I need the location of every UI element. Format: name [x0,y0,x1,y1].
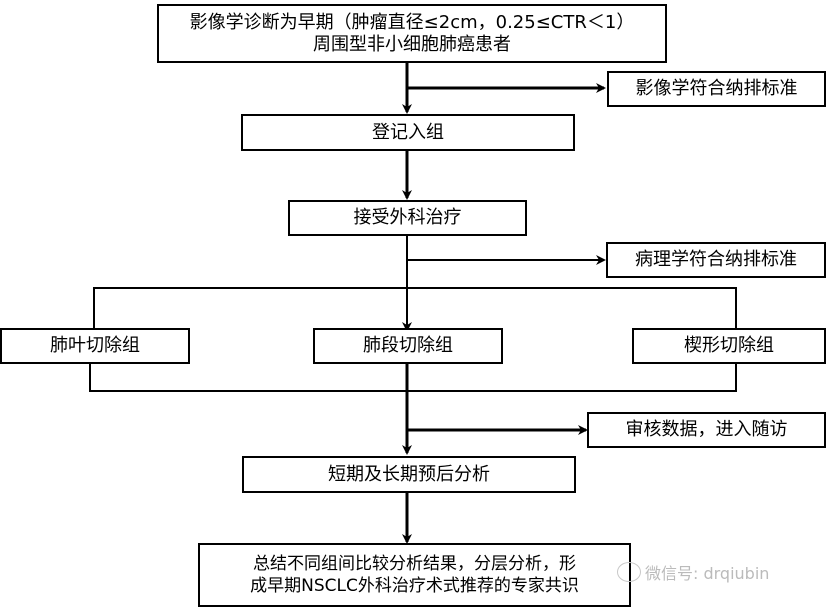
conclusion-line1: 总结不同组间比较分析结果，分层分析，形 [253,554,576,574]
review-followup-node: 审核数据，进入随访 [587,412,826,448]
prognosis-node: 短期及长期预后分析 [242,456,576,493]
watermark: 微信号: drqiubin [617,560,769,584]
start-node: 影像学诊断为早期（肿瘤直径≤2cm，0.25≤CTR＜1） 周围型非小细胞肺癌患… [157,4,667,63]
pathology-criteria-node: 病理学符合纳排标准 [606,242,826,278]
wechat-icon [617,562,641,582]
wedge-resection-node: 楔形切除组 [632,328,826,364]
watermark-label: 微信号: drqiubin [645,564,770,583]
segmentectomy-node: 肺段切除组 [313,328,503,364]
start-node-line2: 周围型非小细胞肺癌患者 [313,33,511,55]
conclusion-line2: 成早期NSCLC外科治疗术式推荐的专家共识 [250,576,579,596]
enroll-node: 登记入组 [241,114,575,151]
start-node-line1: 影像学诊断为早期（肿瘤直径≤2cm，0.25≤CTR＜1） [189,11,635,33]
conclusion-node: 总结不同组间比较分析结果，分层分析，形 成早期NSCLC外科治疗术式推荐的专家共… [198,543,631,607]
lobectomy-node: 肺叶切除组 [0,328,190,364]
imaging-criteria-node: 影像学符合纳排标准 [607,71,826,107]
surgery-node: 接受外科治疗 [288,200,527,236]
